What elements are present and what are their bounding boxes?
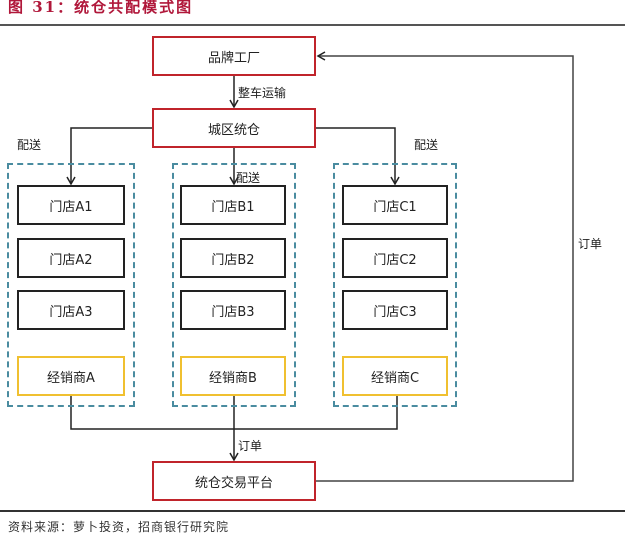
label-delivery-right: 配送 — [414, 138, 439, 152]
store-b3: 门店B3 — [180, 290, 286, 330]
node-city-warehouse: 城区统仓 — [152, 108, 316, 148]
bottom-rule — [0, 510, 625, 512]
dealer-a: 经销商A — [17, 356, 125, 396]
label-truck-transport: 整车运输 — [238, 86, 287, 100]
node-trading-platform: 统仓交易平台 — [152, 461, 316, 501]
store-b1: 门店B1 — [180, 185, 286, 225]
dealer-b: 经销商B — [180, 356, 286, 396]
label-order-bottom: 订单 — [238, 439, 263, 453]
label-order-right: 订单 — [578, 237, 603, 251]
edge-warehouse-to-group-a — [66, 127, 152, 186]
edge-warehouse-to-group-c — [316, 127, 400, 186]
store-c2: 门店C2 — [342, 238, 448, 278]
node-brand-factory: 品牌工厂 — [152, 36, 316, 76]
top-rule — [0, 24, 625, 26]
figure-title: 图 31：统仓共配模式图 — [8, 0, 194, 16]
store-a2: 门店A2 — [17, 238, 125, 278]
label-delivery-left: 配送 — [17, 138, 42, 152]
dealer-group-b — [172, 163, 296, 407]
store-c1: 门店C1 — [342, 185, 448, 225]
dealer-c: 经销商C — [342, 356, 448, 396]
source-note: 资料来源：萝卜投资，招商银行研究院 — [8, 520, 230, 534]
store-a3: 门店A3 — [17, 290, 125, 330]
store-c3: 门店C3 — [342, 290, 448, 330]
store-a1: 门店A1 — [17, 185, 125, 225]
store-b2: 门店B2 — [180, 238, 286, 278]
label-delivery-middle: 配送 — [236, 171, 261, 185]
dealer-group-a — [7, 163, 135, 407]
dealer-group-c — [333, 163, 457, 407]
edge-platform-to-factory — [316, 51, 574, 482]
